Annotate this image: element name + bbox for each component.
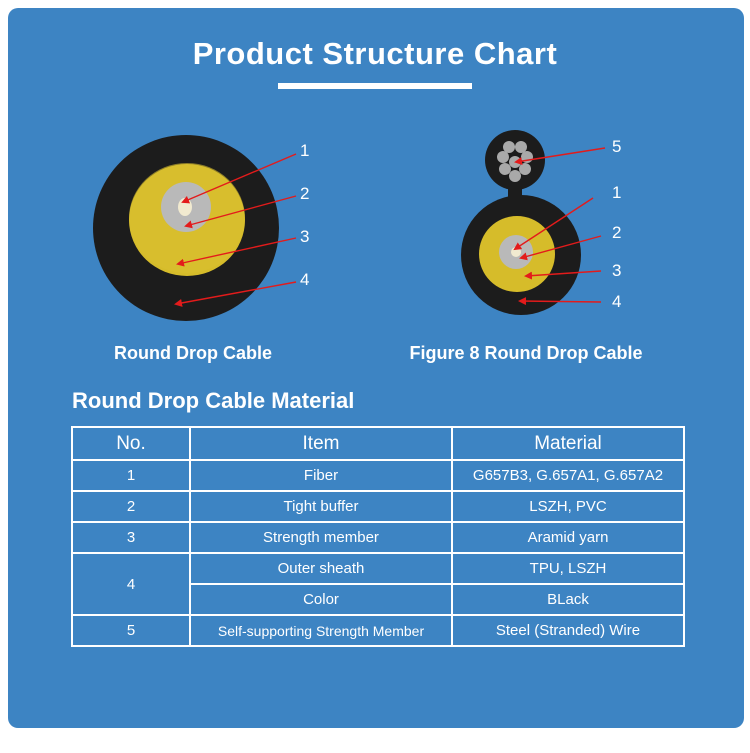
cell-material: G657B3, G.657A1, G.657A2 (451, 459, 685, 492)
table-row: 4 Outer sheath TPU, LSZH (71, 552, 685, 616)
cell-no: 4 (71, 552, 191, 616)
round-cable-callout-numbers: 1 2 3 4 (300, 141, 309, 289)
callout-figure8-2: 2 (612, 223, 621, 242)
header-no: No. (71, 426, 191, 461)
cell-item: Color (189, 583, 453, 616)
material-section-title: Round Drop Cable Material (72, 388, 355, 413)
table-row: Color BLack (72, 583, 685, 616)
cell-material: TPU, LSZH (451, 552, 685, 585)
callout-round-1: 1 (300, 141, 309, 160)
callout-round-4: 4 (300, 270, 309, 289)
cell-no: 3 (71, 521, 191, 554)
table-header-row: No. Item Material (71, 426, 685, 461)
header-material: Material (451, 426, 685, 461)
cell-no: 5 (71, 614, 191, 647)
cell-item: Tight buffer (189, 490, 453, 523)
figure8-cable-callout-arrows (513, 147, 606, 306)
title-underline (278, 83, 472, 89)
cell-material: Aramid yarn (451, 521, 685, 554)
callout-figure8-5: 5 (612, 137, 621, 156)
cell-item: Fiber (189, 459, 453, 492)
cell-item: Outer sheath (189, 552, 453, 585)
page-title: Product Structure Chart (192, 36, 558, 71)
table-row: 1 Fiber G657B3, G.657A1, G.657A2 (71, 459, 685, 492)
cell-no: 1 (71, 459, 191, 492)
cell-material: LSZH, PVC (451, 490, 685, 523)
cell-item: Strength member (189, 521, 453, 554)
round-drop-cable-image (93, 135, 279, 321)
table-row: 5 Self-supporting Strength Member Steel … (71, 614, 685, 647)
cable-structure-diagram: 1 2 3 4 5 1 2 3 4 (93, 130, 621, 321)
figure8-cable-caption: Figure 8 Round Drop Cable (409, 343, 643, 363)
callout-round-3: 3 (300, 227, 309, 246)
callout-round-2: 2 (300, 184, 309, 203)
callout-figure8-4: 4 (612, 292, 621, 311)
callout-figure8-1: 1 (612, 183, 621, 202)
table-row: 3 Strength member Aramid yarn (71, 521, 685, 554)
figure8-drop-cable-image (461, 130, 581, 315)
figure8-cable-callout-numbers: 5 1 2 3 4 (612, 137, 621, 311)
cell-material: Steel (Stranded) Wire (451, 614, 685, 647)
round-cable-callout-arrows (174, 153, 297, 307)
cell-no: 2 (71, 490, 191, 523)
header-item: Item (189, 426, 453, 461)
cell-item: Self-supporting Strength Member (189, 614, 453, 647)
callout-figure8-3: 3 (612, 261, 621, 280)
cell-material: BLack (451, 583, 685, 616)
round-cable-caption: Round Drop Cable (114, 343, 272, 363)
table-row: 2 Tight buffer LSZH, PVC (71, 490, 685, 523)
material-table: No. Item Material 1 Fiber G657B3, G.657A… (71, 426, 685, 647)
